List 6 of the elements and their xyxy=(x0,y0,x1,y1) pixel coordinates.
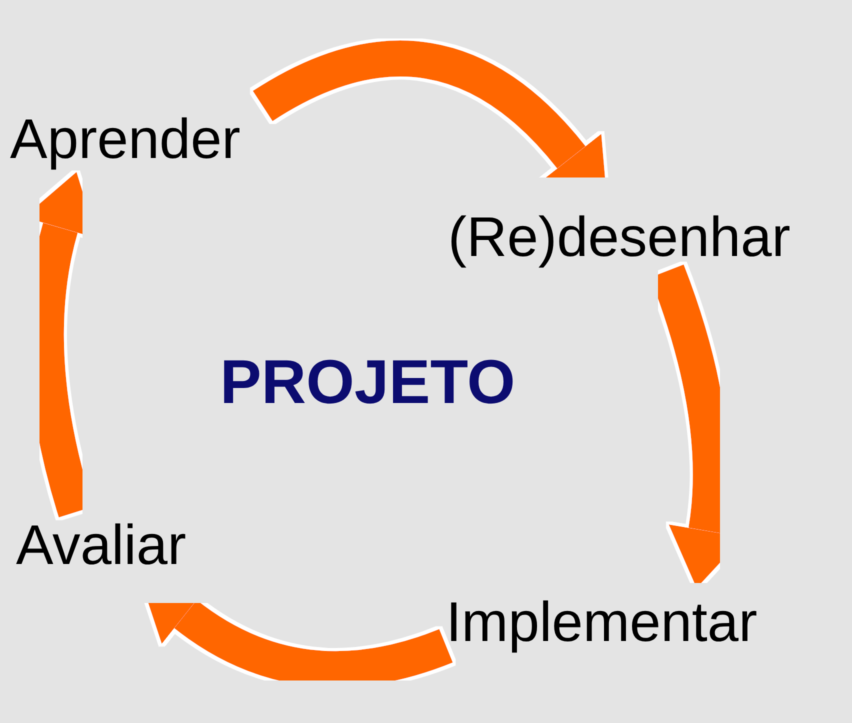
curved-arrow xyxy=(650,264,744,588)
center-title: PROJETO xyxy=(220,352,516,414)
curved-arrow xyxy=(138,580,452,688)
curved-arrow xyxy=(24,172,98,518)
curved-arrow xyxy=(254,40,610,202)
step-label: Avaliar xyxy=(16,517,186,573)
